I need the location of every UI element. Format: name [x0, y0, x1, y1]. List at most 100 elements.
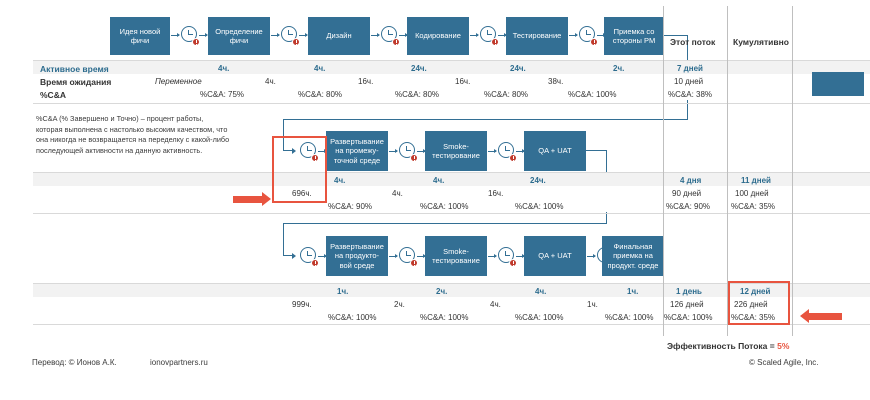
row-label-pct-ca: %C&A	[40, 90, 66, 100]
summary-this-wait: 10 дней	[674, 77, 704, 86]
flow-arrow	[516, 254, 525, 259]
band-stripe-ca	[33, 87, 870, 100]
band-divider	[33, 283, 870, 284]
wait-value: 696ч.	[292, 189, 312, 198]
flow-arrow	[470, 33, 479, 38]
active-value: 4ч.	[433, 176, 445, 185]
active-value: 4ч.	[535, 287, 547, 296]
flow-arrow	[271, 33, 280, 38]
flow-arrow	[587, 254, 596, 259]
translator-site[interactable]: ionovpartners.ru	[150, 358, 208, 367]
process-box-label: Тестирование	[512, 31, 562, 41]
flow-arrow	[569, 33, 578, 38]
wait-clock-icon	[578, 26, 598, 46]
summary-cum-wait: 100 дней	[735, 189, 769, 198]
process-box-label: Кодирование	[415, 31, 461, 41]
wait-clock-icon	[299, 142, 319, 162]
ca-value: %C&A: 75%	[200, 90, 245, 99]
flow-arrow	[516, 149, 525, 154]
process-box-testing[interactable]: Тестирование	[506, 17, 568, 55]
process-box-label: Финальная приемка на продукт. среде	[607, 242, 659, 270]
process-box-staging-deploy[interactable]: Развертывание на промежу- точной среде	[326, 131, 388, 171]
summary-this-active: 4 дня	[680, 176, 702, 185]
process-box-label: QA + UAT	[538, 251, 572, 261]
connector-row1-row2	[283, 119, 688, 121]
connector-row1-row2	[663, 35, 688, 37]
band-stripe-active	[33, 284, 870, 297]
active-value: 24ч.	[510, 64, 526, 73]
band-stripe-ca	[33, 310, 870, 323]
process-box-label: Идея новой фичи	[119, 26, 161, 45]
summary-this-wait: 126 дней	[670, 300, 704, 309]
flow-arrow	[318, 254, 327, 259]
wait-clock-icon	[497, 247, 517, 267]
wait-value: 38ч.	[548, 77, 564, 86]
wait-value: Переменное	[155, 77, 202, 86]
ca-value: %C&A: 100%	[515, 313, 564, 322]
flow-arrow	[417, 149, 426, 154]
column-header-this-stream: Этот поток	[670, 37, 716, 47]
connector-row1-row2	[283, 150, 293, 152]
active-value: 24ч.	[411, 64, 427, 73]
process-box-label: Определение фичи	[215, 26, 263, 45]
metrics-band-row3	[33, 284, 870, 324]
band-stripe-wait	[33, 74, 870, 87]
flow-arrow	[488, 149, 497, 154]
connector-row2-row3	[283, 255, 293, 257]
summary-panel-divider	[663, 6, 664, 336]
wait-value: 999ч.	[292, 300, 312, 309]
process-box-qa-uat-prod[interactable]: QA + UAT	[524, 236, 586, 276]
flow-arrow	[488, 254, 497, 259]
process-box-idea[interactable]: Идея новой фичи	[110, 17, 170, 55]
connector-row1-row2	[283, 119, 285, 151]
band-divider	[33, 60, 870, 61]
process-box-definition[interactable]: Определение фичи	[208, 17, 270, 55]
wait-clock-icon	[398, 142, 418, 162]
ca-value: %C&A: 80%	[298, 90, 343, 99]
connector-row2-row3	[283, 223, 285, 256]
summary-this-ca: %C&A: 38%	[668, 90, 713, 99]
process-box-label: QA + UAT	[538, 146, 572, 156]
process-box-design[interactable]: Дизайн	[308, 17, 370, 55]
active-value: 4ч.	[334, 176, 346, 185]
active-value: 1ч.	[627, 287, 639, 296]
process-box-label: Приемка со стороны PM	[612, 26, 656, 45]
process-box-smoke-test[interactable]: Smoke- тестирование	[425, 131, 487, 171]
wait-clock-icon	[380, 26, 400, 46]
wait-value: 4ч.	[490, 300, 501, 309]
wait-clock-icon	[398, 247, 418, 267]
flow-arrow	[199, 33, 208, 38]
band-divider	[33, 324, 870, 325]
copyright-notice: © Scaled Agile, Inc.	[749, 358, 819, 367]
ca-value: %C&A: 100%	[605, 313, 654, 322]
connector-row2-row3	[585, 150, 607, 152]
translator-credit: Перевод: © Ионов А.К.	[32, 358, 117, 367]
active-value: 1ч.	[337, 287, 349, 296]
flow-efficiency-text: Эффективность Потока =	[667, 341, 778, 351]
flow-arrow	[498, 33, 507, 38]
column-header-cumulative: Кумулятивно	[733, 37, 789, 47]
flow-arrow	[371, 33, 380, 38]
process-box-final-acceptance[interactable]: Финальная приемка на продукт. среде	[602, 236, 664, 276]
process-box-label: Развертывание на промежу- точной среде	[330, 137, 384, 165]
ca-value: %C&A: 80%	[484, 90, 529, 99]
flow-arrow	[389, 254, 398, 259]
active-value: 4ч.	[218, 64, 230, 73]
highlight-wait-696h	[272, 136, 327, 203]
process-box-smoke-test-prod[interactable]: Smoke- тестирование	[425, 236, 487, 276]
process-box-qa-uat[interactable]: QA + UAT	[524, 131, 586, 171]
process-box-production-deploy[interactable]: Развертывание на продукто- вой среде	[326, 236, 388, 276]
process-box-pm-acceptance[interactable]: Приемка со стороны PM	[604, 17, 664, 55]
legend-color-swatch	[812, 72, 864, 96]
connector-row2-row3	[283, 223, 607, 225]
flow-arrow	[417, 254, 426, 259]
summary-cum-wait: 226 дней	[734, 300, 768, 309]
band-stripe-active	[33, 173, 870, 186]
summary-this-active: 1 день	[676, 287, 702, 296]
band-divider	[33, 103, 870, 104]
process-box-coding[interactable]: Кодирование	[407, 17, 469, 55]
row-label-active-time: Активное время	[40, 64, 109, 74]
band-stripe-wait	[33, 297, 870, 310]
process-box-label: Smoke- тестирование	[432, 246, 480, 265]
band-stripe-active	[33, 61, 870, 74]
